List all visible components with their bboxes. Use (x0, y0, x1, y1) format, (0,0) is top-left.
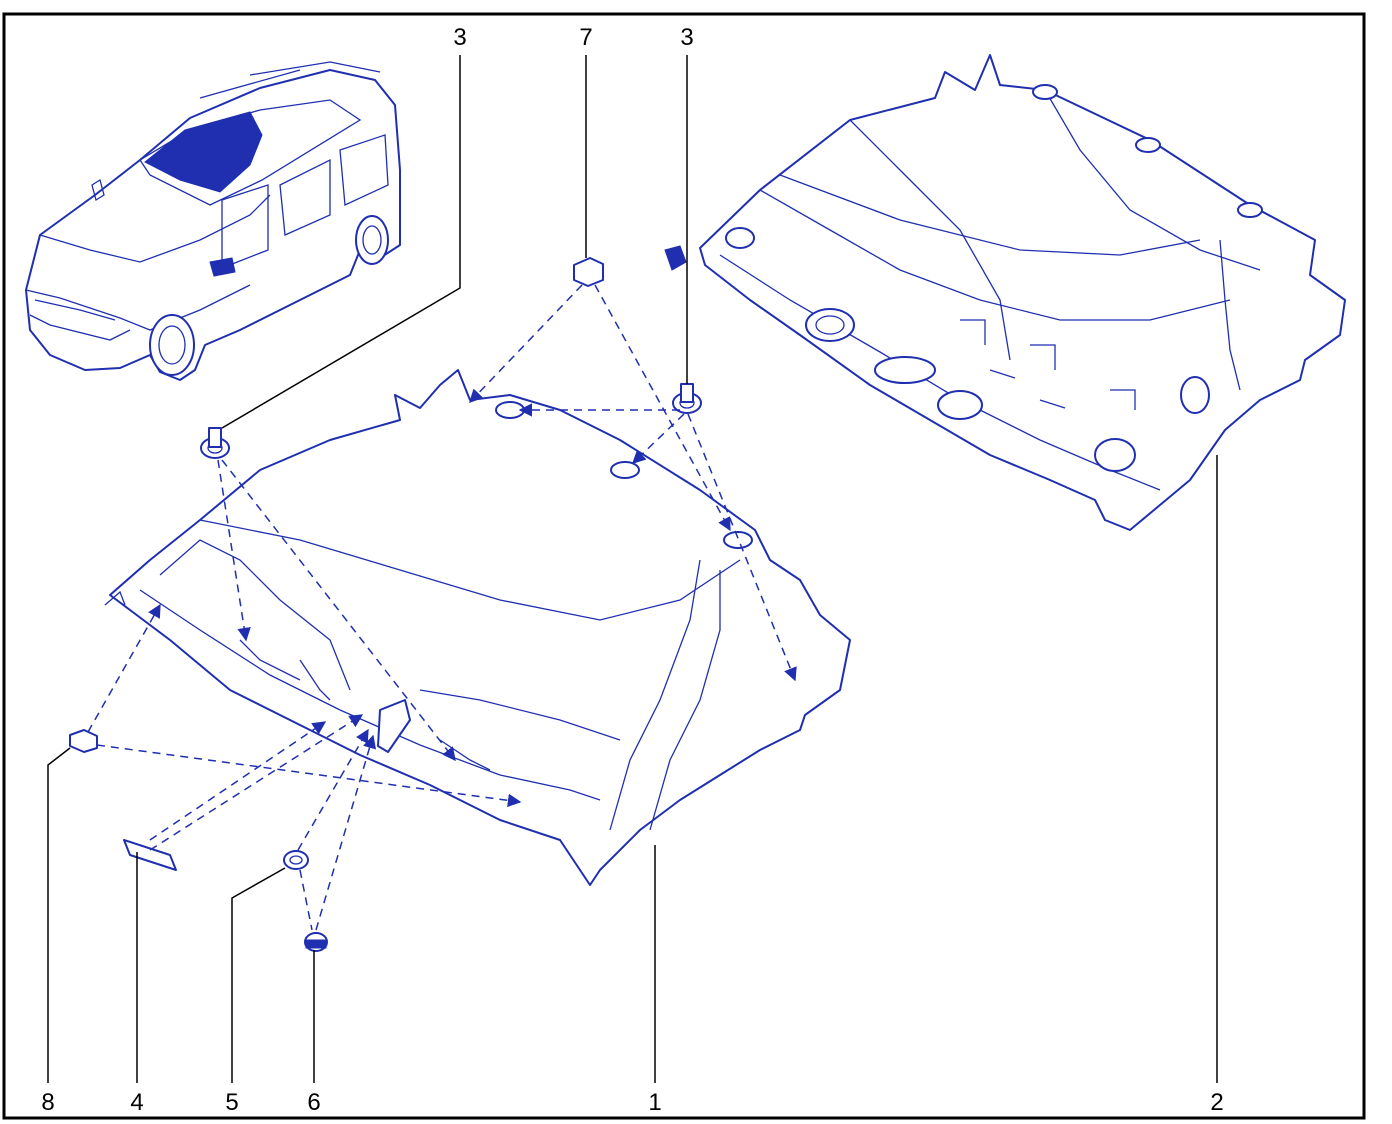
clip-part-8 (69, 729, 98, 753)
callout-label-5: 5 (225, 1089, 238, 1116)
trim-strip-part-4 (123, 839, 177, 871)
fastener-part-3-right (672, 383, 702, 414)
callout-label-3-left: 3 (453, 24, 466, 51)
callout-label-3-right: 3 (680, 24, 693, 51)
fastener-part-3-left (200, 427, 230, 459)
callout-label-6: 6 (307, 1089, 320, 1116)
headliner-part (104, 369, 851, 886)
callout-label-2: 2 (1210, 1089, 1223, 1116)
diagram-border (2, 12, 1366, 1120)
assembly-arrows (87, 284, 797, 931)
callout-label-1: 1 (648, 1089, 661, 1116)
callout-label-7: 7 (579, 24, 592, 51)
grommet-part-5 (283, 850, 309, 870)
callout-label-4: 4 (130, 1089, 143, 1116)
headliner-assembly-part (664, 54, 1346, 531)
vehicle-illustration (25, 61, 401, 381)
leader-lines (47, 55, 1218, 1083)
clip-part-7 (573, 257, 604, 287)
callout-label-8: 8 (41, 1089, 54, 1116)
nut-part-6 (304, 932, 328, 952)
